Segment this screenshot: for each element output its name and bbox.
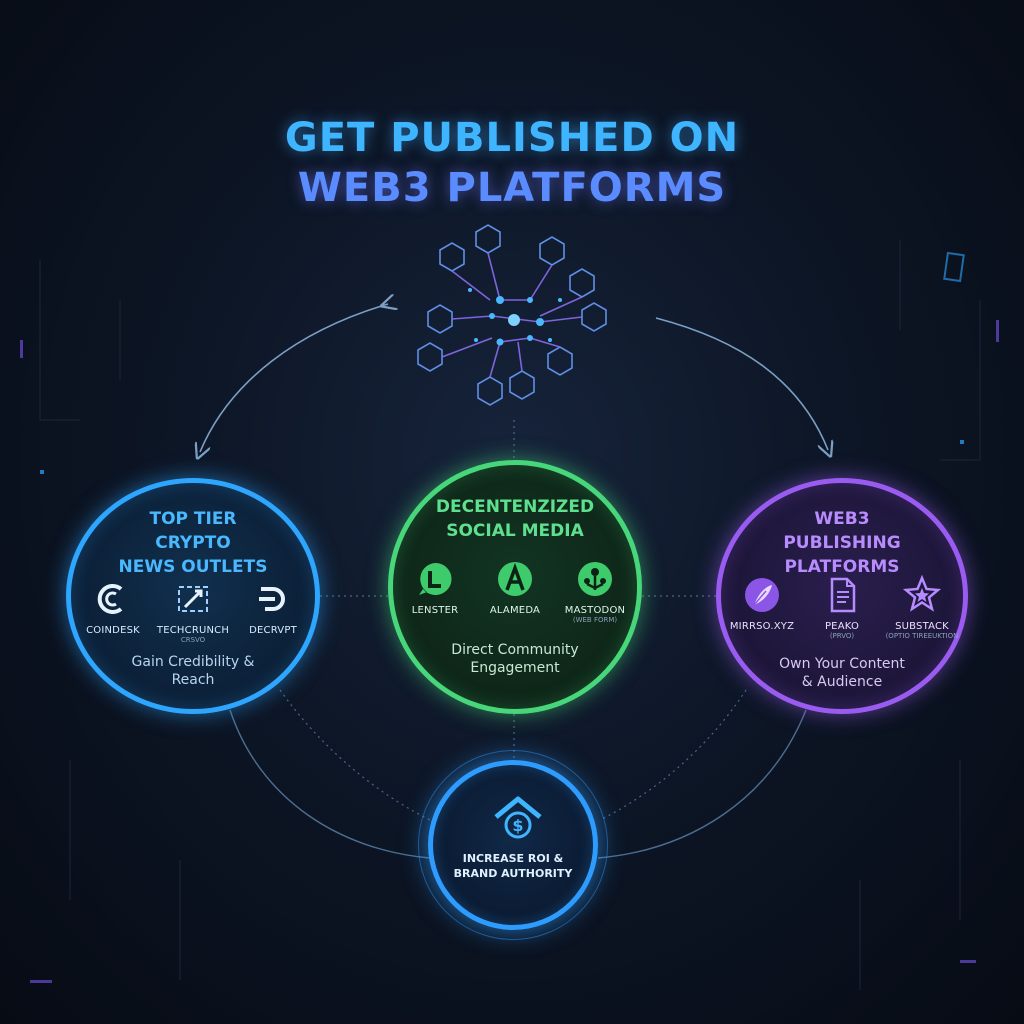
outlet-coindesk: COINDESK: [73, 579, 153, 644]
techcrunch-logo-icon: [178, 586, 208, 612]
social-media-tagline: Direct Community Engagement: [393, 641, 637, 677]
news-title-line-3: NEWS OUTLETS: [118, 557, 268, 577]
outer-loop-right: [597, 709, 807, 859]
tilted-panel: [943, 251, 965, 283]
news-tagline-line-2: Reach: [171, 672, 215, 688]
alameda-logo-icon: [498, 562, 532, 596]
news-outlets-tagline: Gain Credibility & Reach: [71, 653, 315, 689]
document-icon: [830, 577, 856, 613]
circuit-decoration: [39, 240, 981, 990]
platform-mirror: MIRRSO.XYZ: [722, 575, 802, 640]
publishing-tagline-line-1: Own Your Content: [779, 656, 905, 672]
roi-label: INCREASE ROI & BRAND AUTHORITY: [433, 851, 593, 881]
publishing-title-line-1: WEB3: [814, 509, 870, 529]
news-tagline-line-1: Gain Credibility &: [131, 654, 255, 670]
outlet-decrypt: DECRVPT: [233, 579, 313, 644]
peako-label: PEAKO: [824, 621, 860, 632]
publishing-platforms-node: WEB3 PUBLISHING PLATFORMS MIRRSO.XYZ PEA…: [716, 478, 968, 714]
platform-substack: SUBSTACK (OPTIO TIREEUKTION: [882, 575, 962, 640]
social-title-line-1: DECENTENZIZED: [435, 497, 595, 517]
platform-mastodon: MASTODON (WEB FORM): [555, 559, 635, 624]
roi-line-2: BRAND AUTHORITY: [453, 867, 573, 880]
decrypt-logo-icon: [259, 587, 285, 611]
dotted-connectors: [279, 420, 747, 821]
news-outlets-list: COINDESK TECHCRUNCH CRSVO DECRVPT: [71, 579, 315, 644]
platform-lenster: LENSTER: [395, 559, 475, 624]
publishing-platforms-tagline: Own Your Content & Audience: [721, 655, 963, 691]
glow-dots: [20, 320, 999, 983]
alameda-label: ALAMEDA: [489, 605, 541, 616]
peako-sub: (PRVO): [829, 632, 855, 640]
publishing-platforms-title: WEB3 PUBLISHING PLATFORMS: [721, 507, 963, 579]
publishing-title-line-2: PUBLISHING: [783, 533, 901, 553]
arrow-left-curve: [200, 304, 388, 452]
mirror-label: MIRRSO.XYZ: [729, 621, 795, 632]
mastodon-label: MASTODON: [564, 605, 626, 616]
substack-label: SUBSTACK: [895, 621, 949, 632]
decrypt-label: DECRVPT: [249, 625, 297, 636]
lenster-label: LENSTER: [411, 605, 459, 616]
roi-line-1: INCREASE ROI &: [462, 852, 564, 865]
platform-alameda: ALAMEDA: [475, 559, 555, 624]
publishing-tagline-line-2: & Audience: [801, 674, 883, 690]
news-title-line-1: TOP TIER: [149, 509, 237, 529]
social-title-line-2: SOCIAL MEDIA: [446, 521, 584, 541]
mastodon-sub: (WEB FORM): [572, 616, 618, 624]
mirror-quill-icon: [745, 578, 779, 612]
hexagon-network-icon: [417, 224, 607, 406]
social-tagline-line-2: Engagement: [470, 660, 560, 676]
outer-loop: [229, 709, 431, 859]
star-badge-icon: [902, 575, 942, 612]
title-line-2: WEB3 PLATFORMS: [297, 165, 727, 211]
arrow-right-curve: [655, 317, 828, 450]
mastodon-logo-icon: [578, 562, 612, 596]
news-outlets-node: TOP TIER CRYPTO NEWS OUTLETS COINDESK TE…: [66, 478, 320, 714]
social-platforms-list: LENSTER ALAMEDA MASTODON (WEB FORM): [393, 559, 637, 624]
social-media-title: DECENTENZIZED SOCIAL MEDIA: [393, 495, 637, 543]
techcrunch-label: TECHCRUNCH: [156, 625, 230, 636]
substack-sub: (OPTIO TIREEUKTION: [885, 632, 959, 640]
social-media-node: DECENTENZIZED SOCIAL MEDIA LENSTER ALAME…: [388, 460, 642, 714]
roi-node: $ INCREASE ROI & BRAND AUTHORITY: [428, 760, 598, 930]
publishing-title-line-3: PLATFORMS: [784, 557, 900, 577]
outlet-techcrunch: TECHCRUNCH CRSVO: [153, 579, 233, 644]
news-title-line-2: CRYPTO: [155, 533, 231, 553]
lenster-logo-icon: [419, 562, 452, 595]
news-outlets-title: TOP TIER CRYPTO NEWS OUTLETS: [71, 507, 315, 579]
roi-node-ring: [418, 750, 608, 940]
social-tagline-line-1: Direct Community: [451, 642, 579, 658]
svg-text:$: $: [512, 816, 523, 835]
coindesk-logo-icon: [97, 584, 123, 614]
publishing-platforms-list: MIRRSO.XYZ PEAKO (PRVO) SUBSTACK (OPTIO …: [721, 575, 963, 640]
coindesk-label: COINDESK: [86, 625, 140, 636]
title-line-1: GET PUBLISHED ON: [284, 115, 740, 161]
house-dollar-icon: $: [494, 796, 542, 839]
techcrunch-sub: CRSVO: [180, 636, 206, 644]
platform-peako: PEAKO (PRVO): [802, 575, 882, 640]
